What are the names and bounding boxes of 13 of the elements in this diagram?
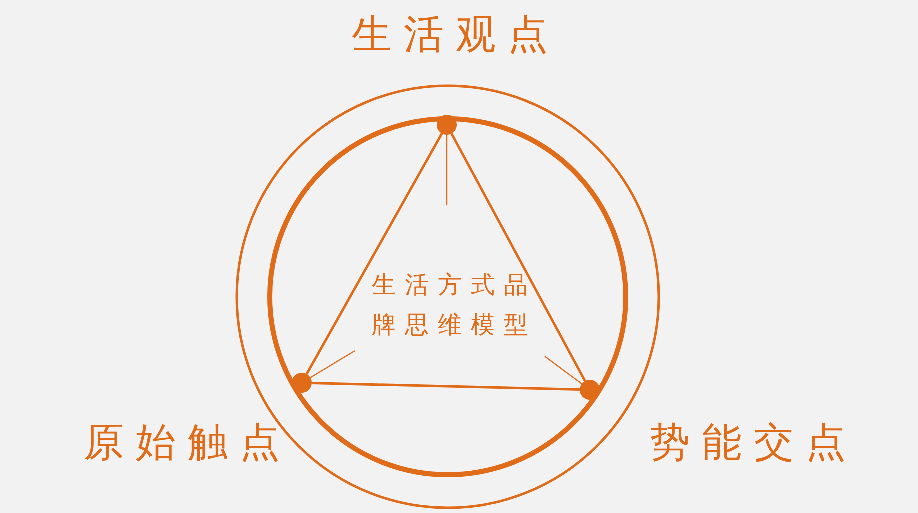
vertex-dot [437, 115, 457, 135]
vertex-label: 原始触点 [84, 419, 292, 467]
vertex-dot [292, 373, 312, 393]
model-title: 生活方式品牌思维模型 [371, 270, 538, 340]
leader-line [544, 356, 582, 384]
leader-line [310, 350, 356, 378]
triangle-side [306, 133, 444, 375]
vertex-label: 生活观点 [352, 11, 560, 59]
leader-line [446, 135, 448, 206]
vertex-label: 势能交点 [650, 419, 858, 467]
vertex-dot [580, 380, 600, 400]
triangle-side [450, 133, 586, 382]
triangle-side [312, 382, 580, 391]
